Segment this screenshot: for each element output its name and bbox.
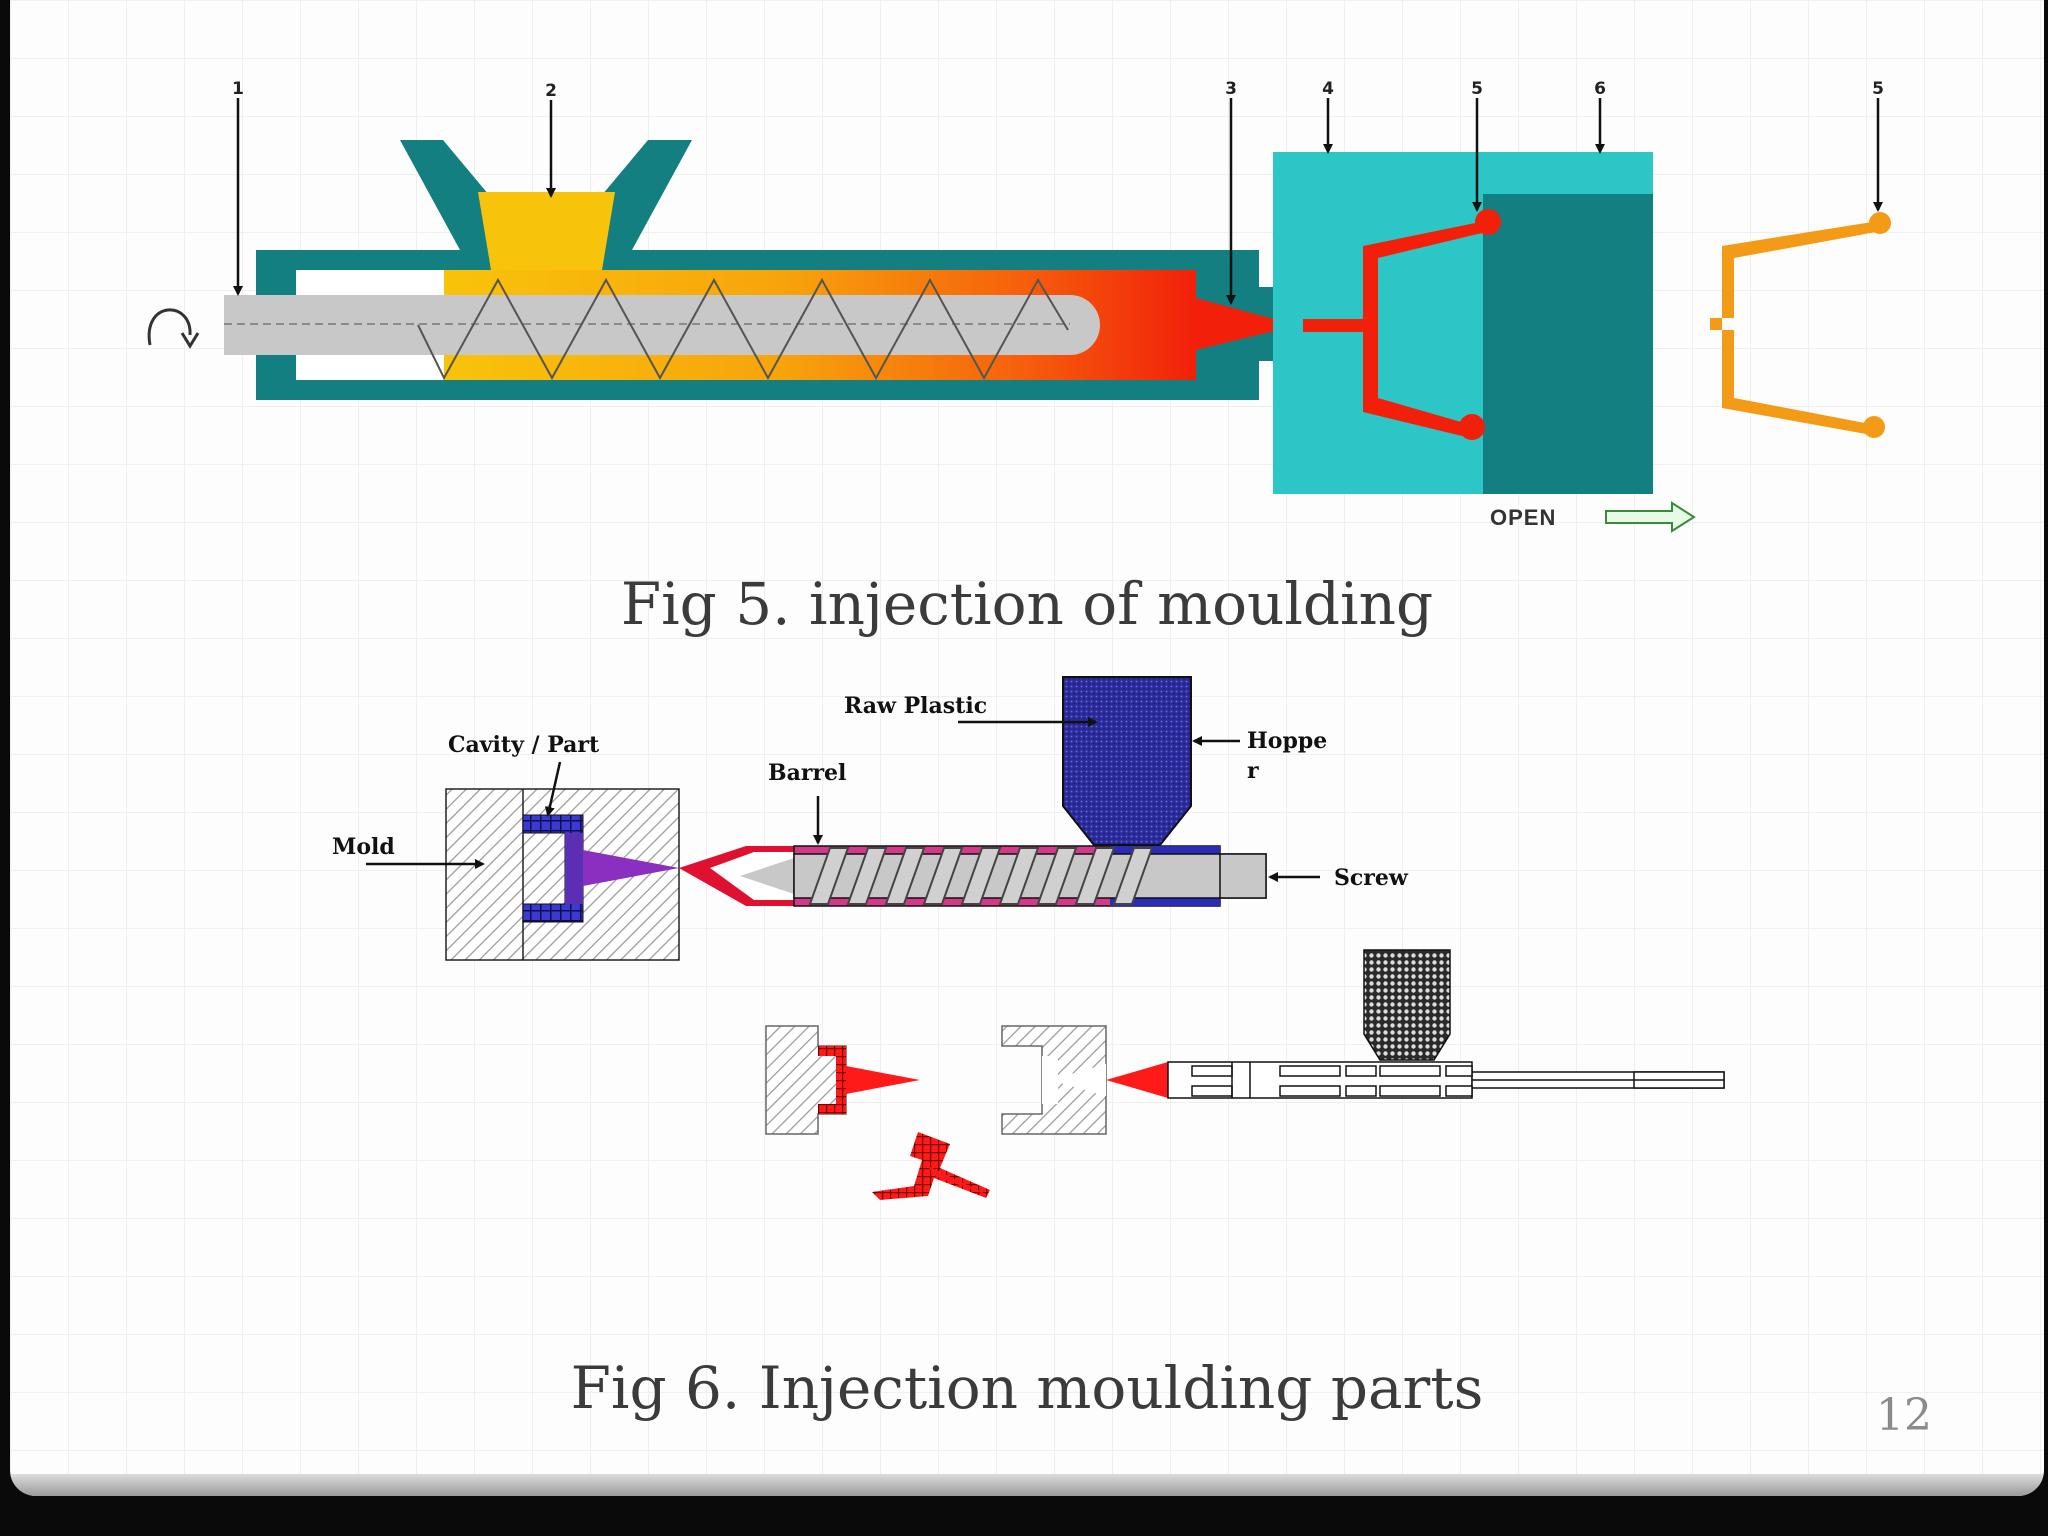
hopper	[1062, 676, 1192, 846]
callout-number-2: 2	[545, 81, 557, 101]
fig6-open-mould	[765, 949, 1725, 1200]
label-hopper: Hoppe	[1247, 728, 1327, 754]
injection-moulding-diagrams: 1 2 3 4 5 6 5 OPEN	[147, 79, 1891, 1200]
fig5-caption: Fig 5. injection of moulding	[620, 570, 1434, 638]
callout-number-6: 6	[1594, 79, 1606, 99]
moulded-part	[1363, 222, 1486, 436]
fig6-caption: Fig 6. Injection moulding parts	[570, 1354, 1484, 1422]
hopper-material	[478, 192, 615, 270]
page-number: 12	[1876, 1390, 1932, 1441]
mold-half-left	[765, 1025, 847, 1135]
screw	[224, 295, 1100, 355]
hopper-6b	[1363, 949, 1451, 1061]
open-arrow-icon	[1605, 501, 1696, 533]
callout-number-1: 1	[232, 79, 244, 99]
fig5-injection-machine: 1 2 3 4 5 6 5 OPEN	[147, 79, 1891, 533]
label-screw: Screw	[1334, 865, 1409, 891]
label-hopper-wrap: r	[1247, 758, 1259, 784]
label-raw-plastic: Raw Plastic	[844, 693, 987, 719]
callout-number-5b: 5	[1872, 79, 1884, 99]
callout-number-3: 3	[1225, 79, 1237, 99]
slide: 1 2 3 4 5 6 5 OPEN	[10, 0, 2044, 1496]
callout-number-5: 5	[1471, 79, 1483, 99]
open-label: OPEN	[1490, 505, 1556, 530]
callout-number-4: 4	[1322, 79, 1334, 99]
ejected-part	[1710, 222, 1876, 434]
ejected-part-6	[872, 1132, 990, 1200]
rotation-arrow-icon	[147, 308, 192, 346]
label-cavity-part: Cavity / Part	[448, 732, 600, 758]
label-barrel: Barrel	[768, 760, 846, 786]
nozzle-melt	[1196, 298, 1340, 350]
label-mold: Mold	[332, 834, 395, 860]
fig6-injection-unit: Raw Plastic Cavity / Part Barrel Hoppe r…	[332, 676, 1409, 961]
